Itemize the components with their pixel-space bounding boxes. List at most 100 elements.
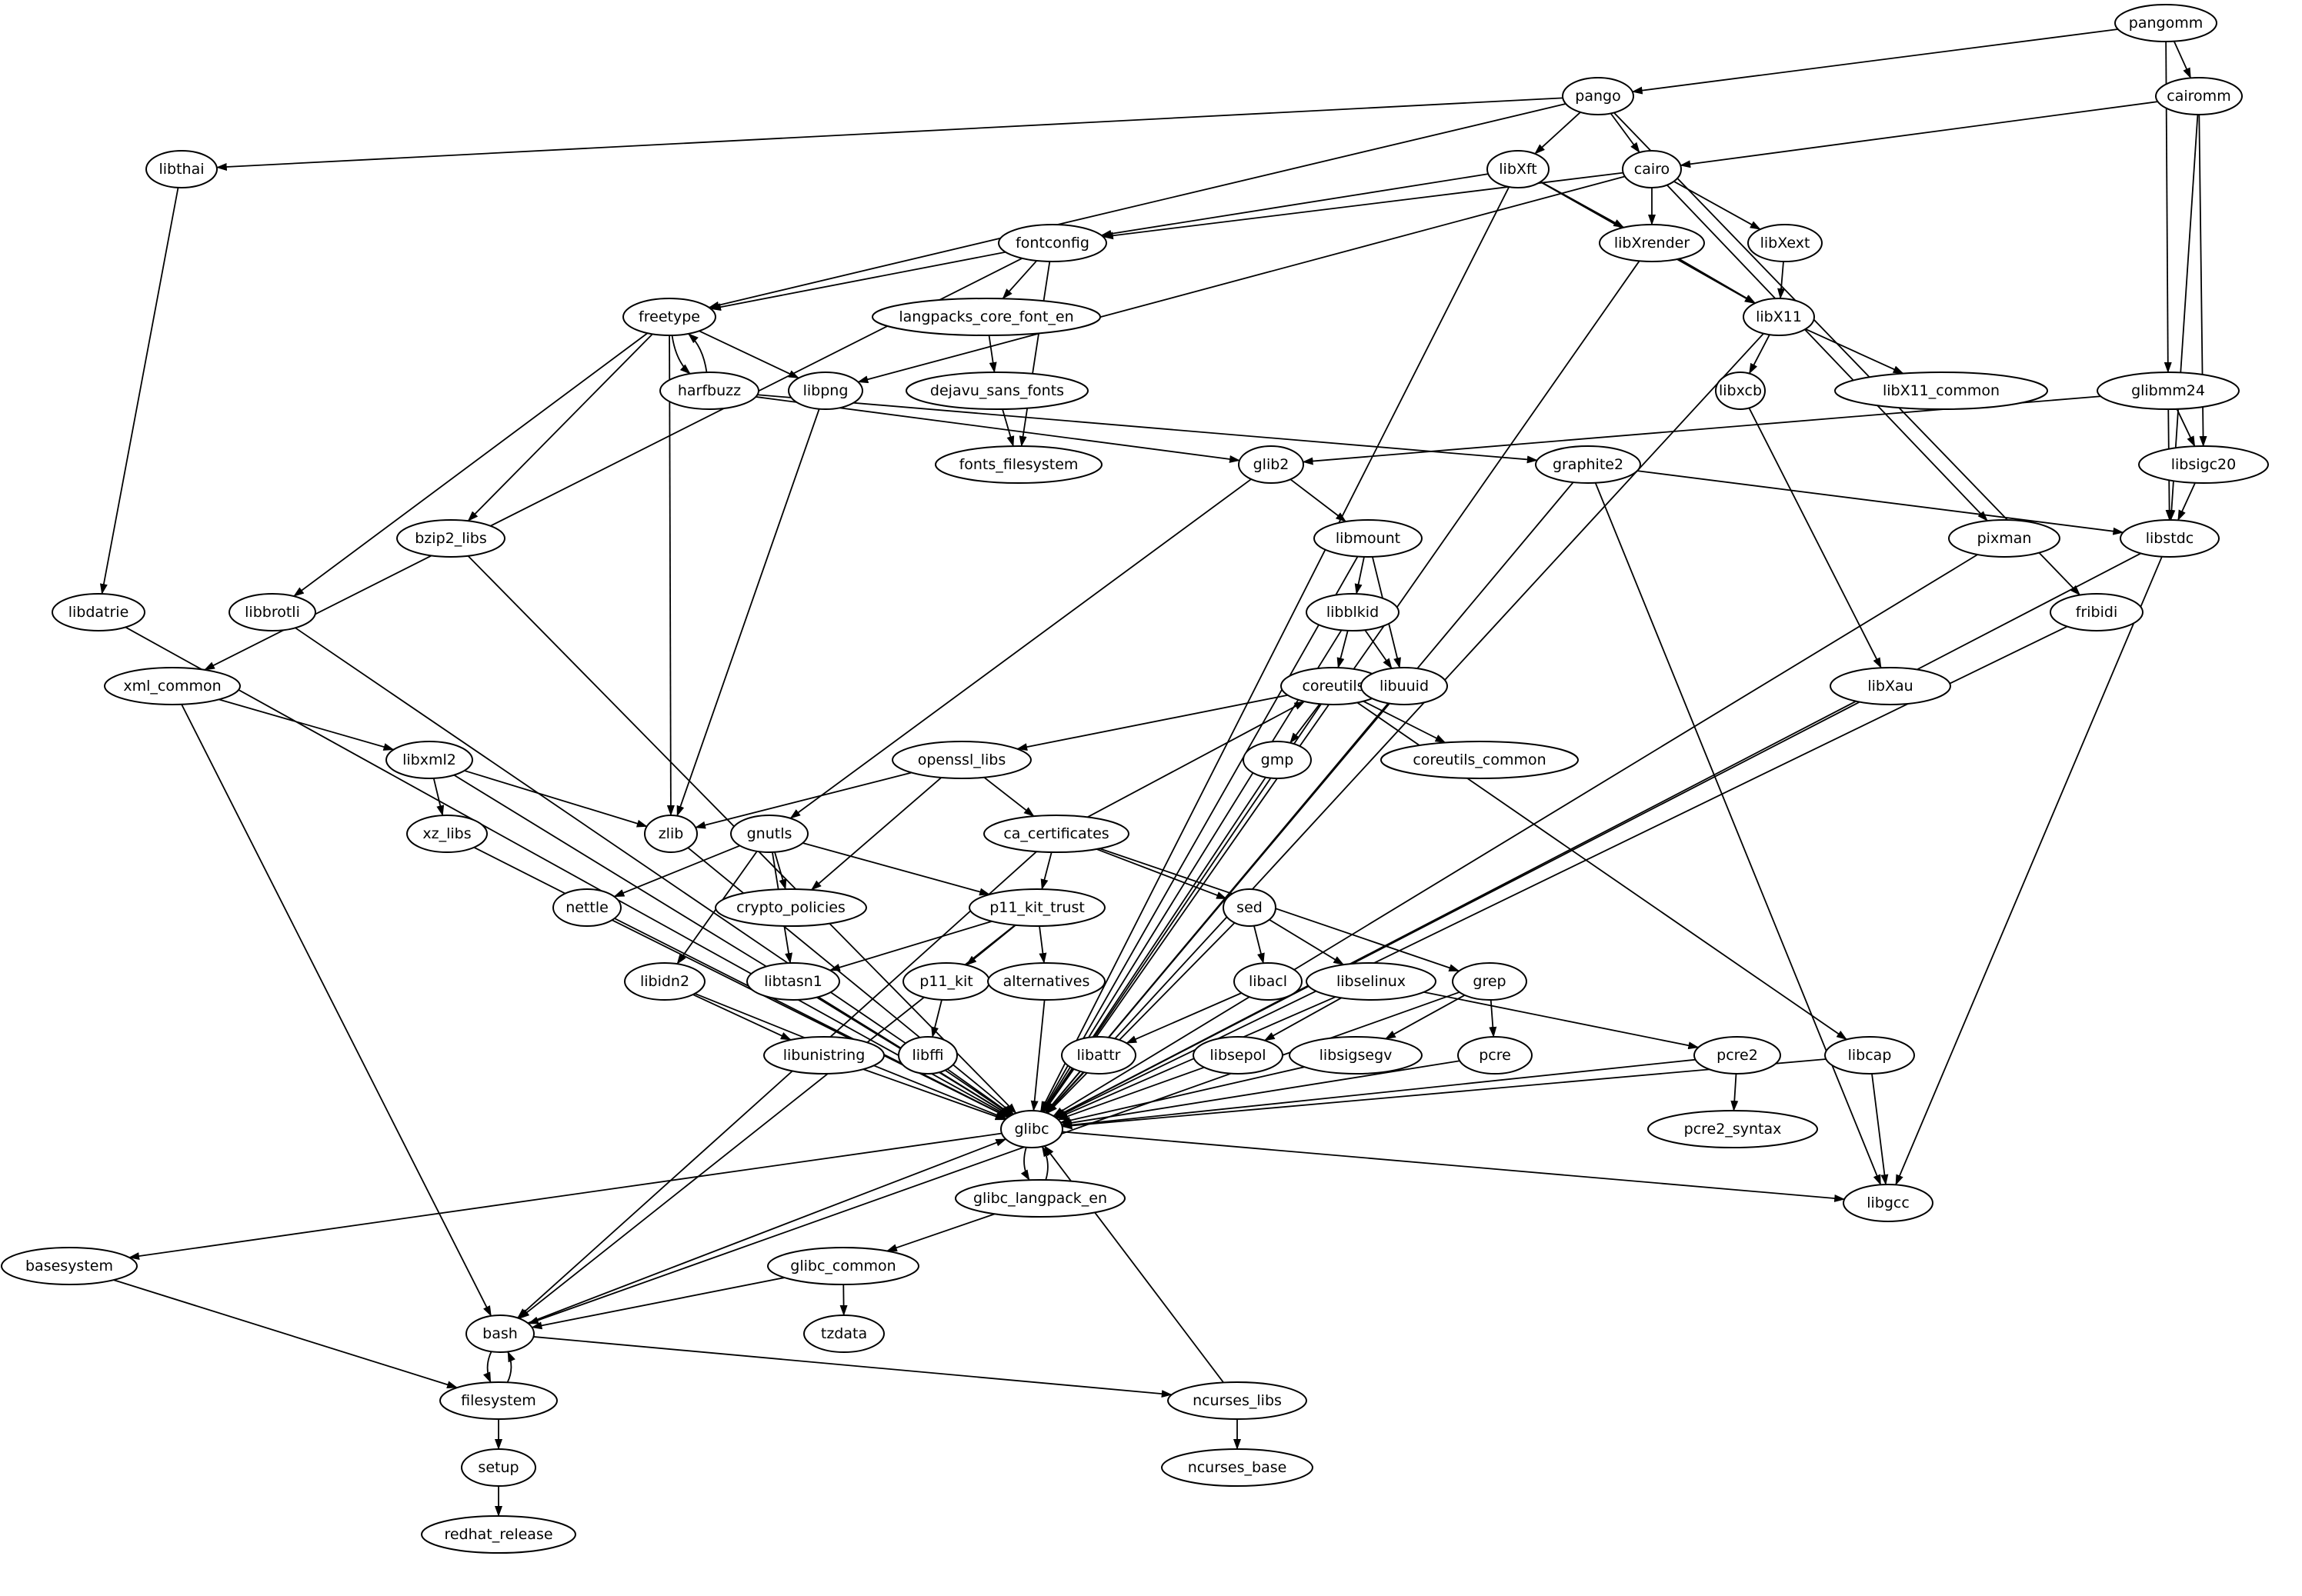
node-ellipse — [622, 298, 716, 336]
node-label: libdatrie — [68, 604, 129, 621]
edge-libselinux-to-pcre2 — [1423, 991, 1700, 1050]
node-openssl_libs: openssl_libs — [892, 741, 1032, 779]
edge-libXft-to-fontconfig — [1100, 173, 1489, 238]
edge-line — [946, 1068, 1013, 1116]
edge-p11_kit_trust-to-alternatives — [1039, 925, 1047, 965]
edge-cairo-to-libXext — [1673, 181, 1761, 230]
node-libpng: libpng — [788, 372, 863, 410]
node-label: glibmm24 — [2131, 382, 2205, 399]
edge-glibc-to-libgcc — [1062, 1131, 1846, 1202]
node-tzdata: tzdata — [803, 1314, 885, 1353]
edge-langpacks_core_font_en-to-dejavu_sans_fonts — [988, 335, 997, 374]
edge-line — [1680, 101, 2158, 168]
node-ellipse — [998, 224, 1107, 262]
node-label: libgcc — [1867, 1195, 1910, 1211]
node-ellipse — [763, 1036, 885, 1075]
node-pcre2_syntax: pcre2_syntax — [1647, 1110, 1818, 1148]
node-ellipse — [1452, 962, 1527, 1001]
edge-line — [1054, 701, 1860, 1118]
node-cairo: cairo — [1622, 150, 1682, 188]
node-ellipse — [1, 1247, 138, 1285]
node-libXrender: libXrender — [1599, 224, 1705, 262]
edge-coreutils-to-coreutils_common — [1363, 700, 1446, 744]
node-label: glibc — [1014, 1121, 1049, 1138]
edge-xml_common-to-bash — [181, 704, 492, 1317]
node-ellipse — [2050, 593, 2144, 631]
node-ellipse — [1715, 372, 1766, 410]
node-libattr: libattr — [1061, 1036, 1136, 1075]
node-glibc_common: glibc_common — [767, 1247, 919, 1285]
node-xz_libs: xz_libs — [406, 815, 488, 853]
node-label: cairomm — [2167, 88, 2230, 105]
edge-freetype-to-libpng — [699, 330, 800, 379]
edge-line — [774, 851, 787, 891]
node-label: p11_kit_trust — [989, 899, 1085, 916]
node-pcre: pcre — [1457, 1036, 1533, 1075]
node-ellipse — [2155, 77, 2243, 115]
edge-line — [181, 704, 492, 1317]
node-freetype: freetype — [622, 298, 716, 336]
node-label: libxcb — [1719, 382, 1762, 399]
edge-line — [1060, 1060, 1460, 1127]
edge-graphite2-to-libgcc — [1594, 482, 1882, 1186]
edge-line — [1777, 261, 1786, 300]
node-libstdc: libstdc — [2120, 519, 2220, 558]
node-pcre2: pcre2 — [1693, 1036, 1781, 1075]
edge-openssl_libs-to-ca_certificates — [983, 777, 1035, 817]
node-crypto_policies: crypto_policies — [715, 888, 867, 927]
edge-fontconfig-to-freetype — [710, 251, 1006, 312]
node-grep: grep — [1452, 962, 1527, 1001]
node-libxml2: libxml2 — [385, 741, 473, 779]
node-label: libmount — [1336, 530, 1400, 547]
edge-line — [1263, 997, 1342, 1041]
node-libsepol: libsepol — [1193, 1036, 1283, 1075]
edge-gnutls-to-nettle — [613, 845, 741, 898]
node-libXft: libXft — [1486, 150, 1550, 188]
edge-line — [931, 999, 942, 1038]
node-label: libpng — [803, 382, 849, 399]
node-label: libsepol — [1209, 1047, 1266, 1064]
node-label: libX11_common — [1883, 382, 2000, 399]
node-glibmm24: glibmm24 — [2097, 372, 2240, 410]
edge-line — [671, 335, 691, 375]
edge-line — [988, 335, 997, 374]
node-ellipse — [439, 1381, 558, 1420]
edge-p11_kit_trust-to-libtasn1 — [829, 920, 993, 971]
edge-ca_certificates-to-grep — [1099, 848, 1460, 972]
edge-line — [99, 187, 179, 595]
edge-line — [125, 626, 1010, 1118]
edge-line — [1289, 478, 1347, 522]
edge-alternatives-to-glibc — [1030, 999, 1046, 1112]
node-libuuid: libuuid — [1360, 667, 1448, 705]
edge-line — [1895, 556, 2163, 1186]
node-ellipse — [1743, 298, 1815, 336]
edge-glibc_common-to-bash — [531, 1277, 785, 1330]
node-ellipse — [1486, 150, 1550, 188]
edge-line — [1489, 999, 1497, 1038]
node-label: pango — [1575, 88, 1620, 105]
edge-line — [1061, 1058, 1696, 1129]
edge-line — [1534, 112, 1581, 155]
node-glib2: glib2 — [1238, 445, 1304, 484]
node-label: dejavu_sans_fonts — [930, 382, 1064, 399]
edge-libXrender-to-libX11 — [1678, 258, 1757, 304]
node-label: openssl_libs — [918, 751, 1006, 768]
edge-line — [1269, 918, 1345, 966]
node-ca_certificates: ca_certificates — [983, 815, 1129, 853]
node-nettle: nettle — [552, 888, 622, 927]
node-libXext: libXext — [1747, 224, 1823, 262]
edge-libxml2-to-xz_libs — [432, 778, 445, 817]
edge-libsigc20-to-libstdc — [2177, 482, 2196, 521]
edge-openssl_libs-to-crypto_policies — [810, 777, 942, 891]
node-label: glibc_langpack_en — [973, 1190, 1107, 1207]
edge-line — [1002, 260, 1038, 299]
node-ellipse — [52, 593, 145, 631]
node-ellipse — [2138, 445, 2269, 484]
node-label: fribidi — [2076, 604, 2117, 621]
edge-glibmm24-to-libsigc20 — [2176, 408, 2196, 448]
node-ellipse — [1834, 372, 2048, 410]
edge-gnutls-to-crypto_policies — [774, 851, 787, 891]
edge-line — [1423, 991, 1700, 1050]
node-label: glibc_common — [790, 1258, 896, 1274]
edge-nettle-to-glibc — [612, 919, 1009, 1118]
